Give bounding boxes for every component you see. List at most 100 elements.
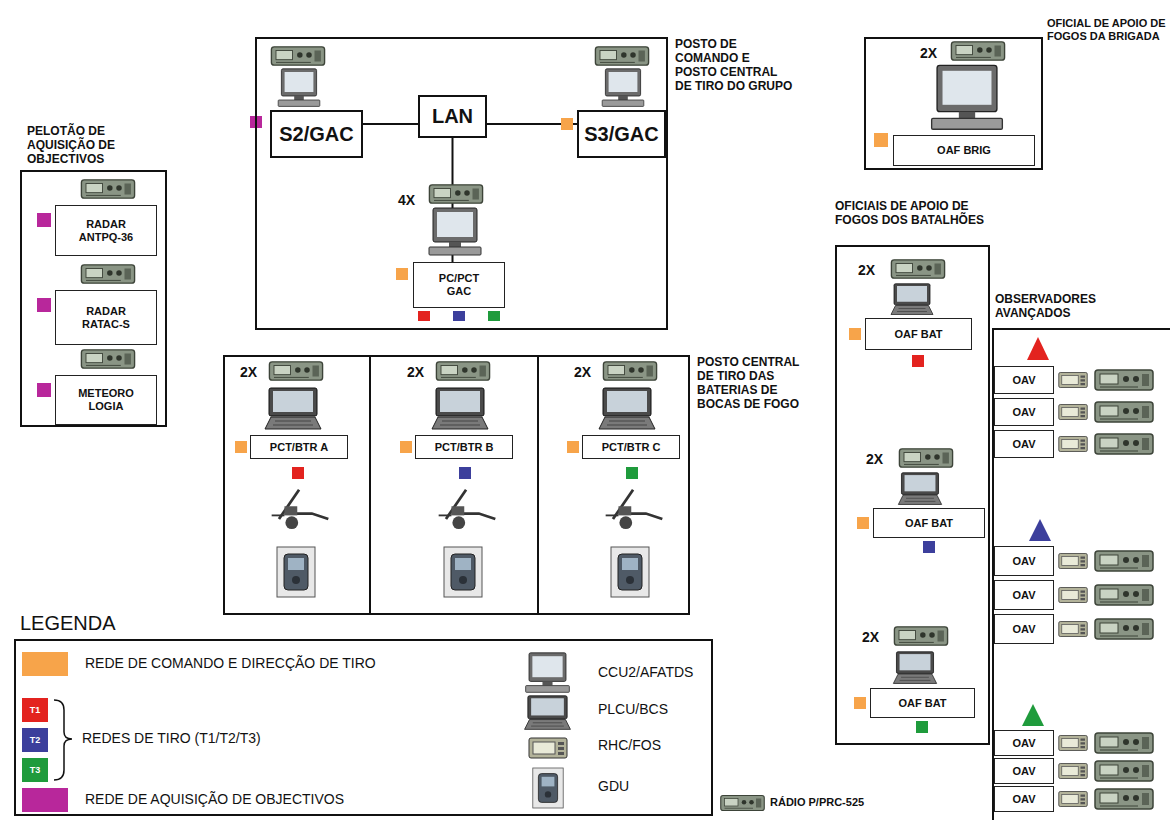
- label-slot: REDE DE AQUISIÇÃO DE OBJECTIVOS: [85, 791, 344, 807]
- rhc-icon: [1059, 622, 1088, 637]
- computer-icon: [898, 473, 941, 505]
- label-slot: 2X: [866, 451, 883, 467]
- computer-icon: [525, 696, 571, 730]
- computer-icon: [602, 69, 644, 107]
- box-label: OAF BRIG: [937, 144, 991, 157]
- rhc-icon: [1059, 588, 1088, 603]
- equipment-box: PC/PCT GAC: [413, 262, 505, 308]
- howitzer-icon: [272, 490, 329, 529]
- net-square: [923, 541, 935, 553]
- equipment-box: OAV: [994, 366, 1054, 394]
- label-slot: REDES DE TIRO (T1/T2/T3): [82, 730, 261, 746]
- legend-text: T3: [30, 765, 41, 775]
- legend-text: RHC/FOS: [598, 737, 661, 753]
- command-box: LAN: [418, 95, 487, 138]
- label-slot: 2X: [858, 262, 875, 278]
- radio-icon: [429, 185, 482, 203]
- net-square: [37, 298, 51, 312]
- command-box: S3/GAC: [577, 110, 666, 158]
- rhc-icon: [1059, 405, 1088, 420]
- count-label: 2X: [858, 262, 875, 278]
- box-label: PCT/BTR C: [602, 441, 661, 454]
- radio-icon: [269, 362, 322, 380]
- label-slot: 2X: [240, 364, 257, 380]
- unit-panel: POSTO CENTRAL DE TIRO DAS BATERIAS DE BO…: [223, 355, 690, 615]
- equipment-box: PCT/BTR B: [415, 435, 513, 459]
- panel-heading: OFICIAIS DE APOIO DE FOGOS DOS BATALHÕES: [835, 199, 985, 227]
- box-label: OAV: [1012, 374, 1035, 387]
- computer-icon: [599, 388, 655, 429]
- legend-bracket: [54, 700, 72, 780]
- rhc-icon: [1059, 554, 1088, 569]
- box-label: OAV: [1012, 623, 1035, 636]
- computer-icon: [432, 388, 488, 429]
- gdu-icon: [277, 547, 315, 597]
- equipment-box: METEORO LOGIA: [55, 375, 157, 425]
- panel-heading: POSTO DE COMANDO E POSTO CENTRAL DE TIRO…: [675, 37, 793, 93]
- count-label: 2X: [866, 451, 883, 467]
- legend-swatch: T1: [22, 698, 48, 722]
- panel-heading: POSTO CENTRAL DE TIRO DAS BATERIAS DE BO…: [697, 355, 817, 411]
- legend-swatch: T3: [22, 758, 48, 782]
- equipment-box: OAV: [994, 614, 1054, 644]
- legend-text: CCU2/AFATDS: [598, 664, 693, 680]
- net-triangle: [1029, 519, 1051, 541]
- net-square: [874, 133, 888, 147]
- unit-panel: OFICIAL DE APOIO DE FOGOS DA BRIGADAOAF …: [864, 37, 1043, 170]
- box-label: RADAR ANTPQ-36: [70, 218, 142, 243]
- network-link: [363, 123, 418, 125]
- gdu-icon: [444, 547, 482, 597]
- legend-text: T1: [30, 705, 41, 715]
- net-square: [567, 441, 579, 453]
- label-slot: 2X: [862, 629, 879, 645]
- label-slot: CCU2/AFATDS: [598, 664, 693, 680]
- net-square: [459, 467, 471, 479]
- equipment-box: PCT/BTR C: [582, 435, 680, 459]
- net-square: [235, 441, 247, 453]
- net-square: [561, 118, 573, 130]
- box-label: OAV: [1012, 765, 1035, 778]
- computer-icon: [265, 388, 321, 429]
- panel-heading: OBSERVADORES AVANÇADOS: [995, 292, 1130, 320]
- rhc-icon: [529, 738, 567, 758]
- net-square: [400, 441, 412, 453]
- computer-icon: [932, 65, 1003, 129]
- computer-icon: [891, 284, 933, 315]
- count-label: 2X: [862, 629, 879, 645]
- equipment-box: RADAR RATAC-S: [55, 290, 157, 345]
- box-label: OAV: [1012, 555, 1035, 568]
- box-label: OAV: [1012, 737, 1035, 750]
- gdu-icon: [533, 768, 563, 808]
- equipment-box: OAF BAT: [873, 508, 985, 538]
- box-label: OAF BAT: [898, 697, 946, 710]
- net-square: [916, 721, 928, 733]
- net-triangle: [1027, 337, 1049, 360]
- equipment-box: OAV: [994, 758, 1054, 784]
- net-square: [418, 311, 430, 321]
- legend-text: T2: [30, 735, 41, 745]
- equipment-box: PCT/BTR A: [250, 435, 348, 459]
- net-square: [453, 311, 465, 321]
- radio-icon: [1095, 434, 1153, 454]
- label-slot: RÁDIO P/PRC-525: [770, 796, 864, 808]
- box-label: RADAR RATAC-S: [70, 305, 142, 330]
- radio-icon: [1095, 370, 1153, 390]
- count-label: 2X: [574, 364, 591, 380]
- command-box: S2/GAC: [270, 110, 363, 158]
- radio-icon: [595, 47, 648, 65]
- net-square: [37, 213, 51, 227]
- net-triangle: [1022, 704, 1044, 726]
- radio-icon: [1095, 761, 1153, 781]
- panel-divider: [369, 356, 371, 614]
- net-square: [912, 355, 924, 367]
- radio-icon: [1095, 789, 1153, 809]
- legend-text: REDE DE COMANDO E DIRECÇÃO DE TIRO: [85, 655, 376, 671]
- legend-text: GDU: [598, 778, 629, 794]
- box-label: OAF BAT: [905, 517, 953, 530]
- howitzer-icon: [606, 490, 663, 529]
- box-label: LAN: [432, 105, 473, 128]
- box-label: S3/GAC: [584, 123, 658, 146]
- net-square: [857, 517, 869, 529]
- radio-icon: [1095, 585, 1153, 605]
- observer-panel: OBSERVADORES AVANÇADOSOAVOAVOAVOAVOAVOAV…: [992, 328, 1170, 820]
